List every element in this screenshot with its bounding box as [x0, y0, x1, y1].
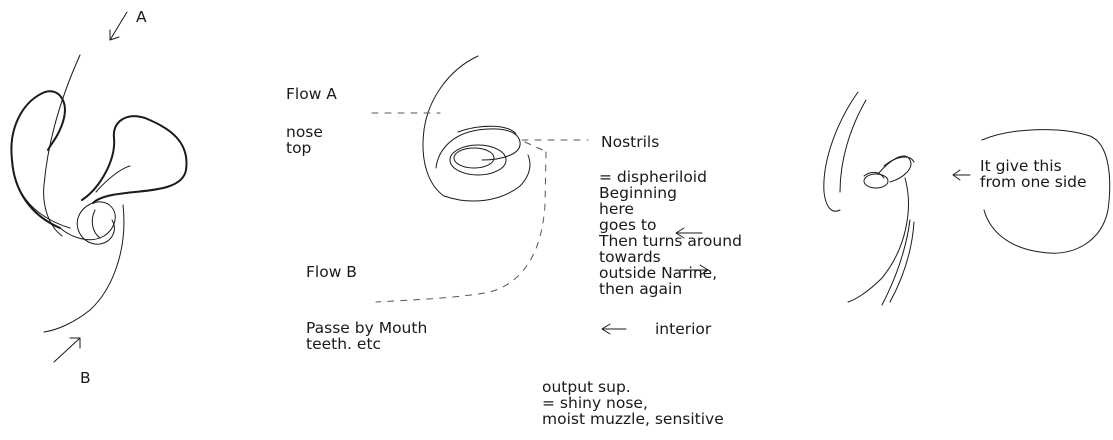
nostrils-label: Nostrils [601, 133, 660, 151]
arrow-left-icon [952, 169, 971, 181]
nose-top-label: nose top [286, 123, 323, 157]
flow-b-label: Flow B [306, 263, 357, 281]
interior-label: interior [655, 320, 712, 338]
lower-flow-line [43, 204, 125, 333]
nose-bridge-line [43, 54, 81, 237]
right-nostril-lobe [81, 115, 188, 204]
flow-a-label: Flow A [286, 85, 337, 103]
side-view-sketch [823, 91, 1111, 306]
flow-b-dash [375, 151, 547, 303]
arrow-left-icon [675, 227, 703, 239]
left-nostril-lobe [10, 90, 66, 229]
arrow-right-icon [679, 264, 709, 276]
side-lower-line [847, 177, 909, 303]
arrow-left-icon [601, 323, 627, 335]
nostril-outer-arc [422, 55, 479, 197]
side-note: It give this from one side [980, 157, 1087, 191]
mouth-label: Passe by Mouth teeth. etc [306, 319, 428, 353]
arrow-a-icon [109, 11, 128, 41]
output-label: output sup. = shiny nose, moist muzzle, … [542, 378, 724, 428]
nostril-sketch-middle [371, 55, 709, 335]
nostril-loop [435, 128, 521, 169]
arrow-b-icon [53, 337, 81, 363]
side-outer-curve [823, 91, 859, 212]
side-outline-shape [981, 129, 1111, 254]
nose-sketch-left [10, 11, 188, 363]
nostril-description: = dispheriloid Beginning here goes to Th… [599, 168, 742, 298]
label-b: B [80, 369, 91, 387]
label-a: A [136, 8, 147, 26]
center-swirl [59, 201, 116, 245]
